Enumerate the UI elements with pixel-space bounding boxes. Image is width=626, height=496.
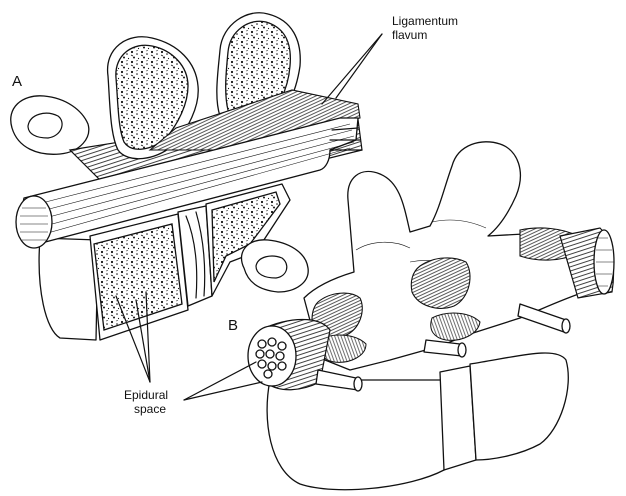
panel-a-drawing	[10, 12, 363, 341]
panel-b-label: B	[228, 317, 239, 334]
leader-epidural-a1	[115, 295, 151, 383]
leader-ligamentum-1	[321, 33, 383, 105]
panel-a-label: A	[12, 73, 23, 90]
ligamentum-flavum-label-line2: flavum	[392, 28, 428, 42]
vertebral-body-b2	[469, 352, 569, 461]
nerve-roots-b	[255, 337, 287, 379]
label-leaders	[115, 33, 383, 401]
transverse-process-b	[240, 239, 309, 293]
leader-epidural-b1	[183, 361, 257, 401]
leader-ligamentum-2	[335, 33, 383, 99]
leader-epidural-a3	[145, 291, 151, 383]
vertebral-body-b1	[266, 379, 455, 491]
leader-epidural-b2	[183, 381, 263, 401]
ligamentum-flavum-label-line1: Ligamentum	[392, 14, 459, 28]
epidural-space-label-line1: Epidural	[124, 388, 169, 402]
nerve-root-b2	[423, 339, 463, 357]
transverse-process-left	[10, 95, 90, 155]
epidural-space-label-line2: space	[134, 402, 167, 416]
panel-b-drawing	[240, 141, 615, 491]
leader-epidural-a2	[135, 299, 151, 383]
ligamentum-flavum-b1	[410, 257, 471, 309]
dural-end-a	[15, 195, 53, 249]
